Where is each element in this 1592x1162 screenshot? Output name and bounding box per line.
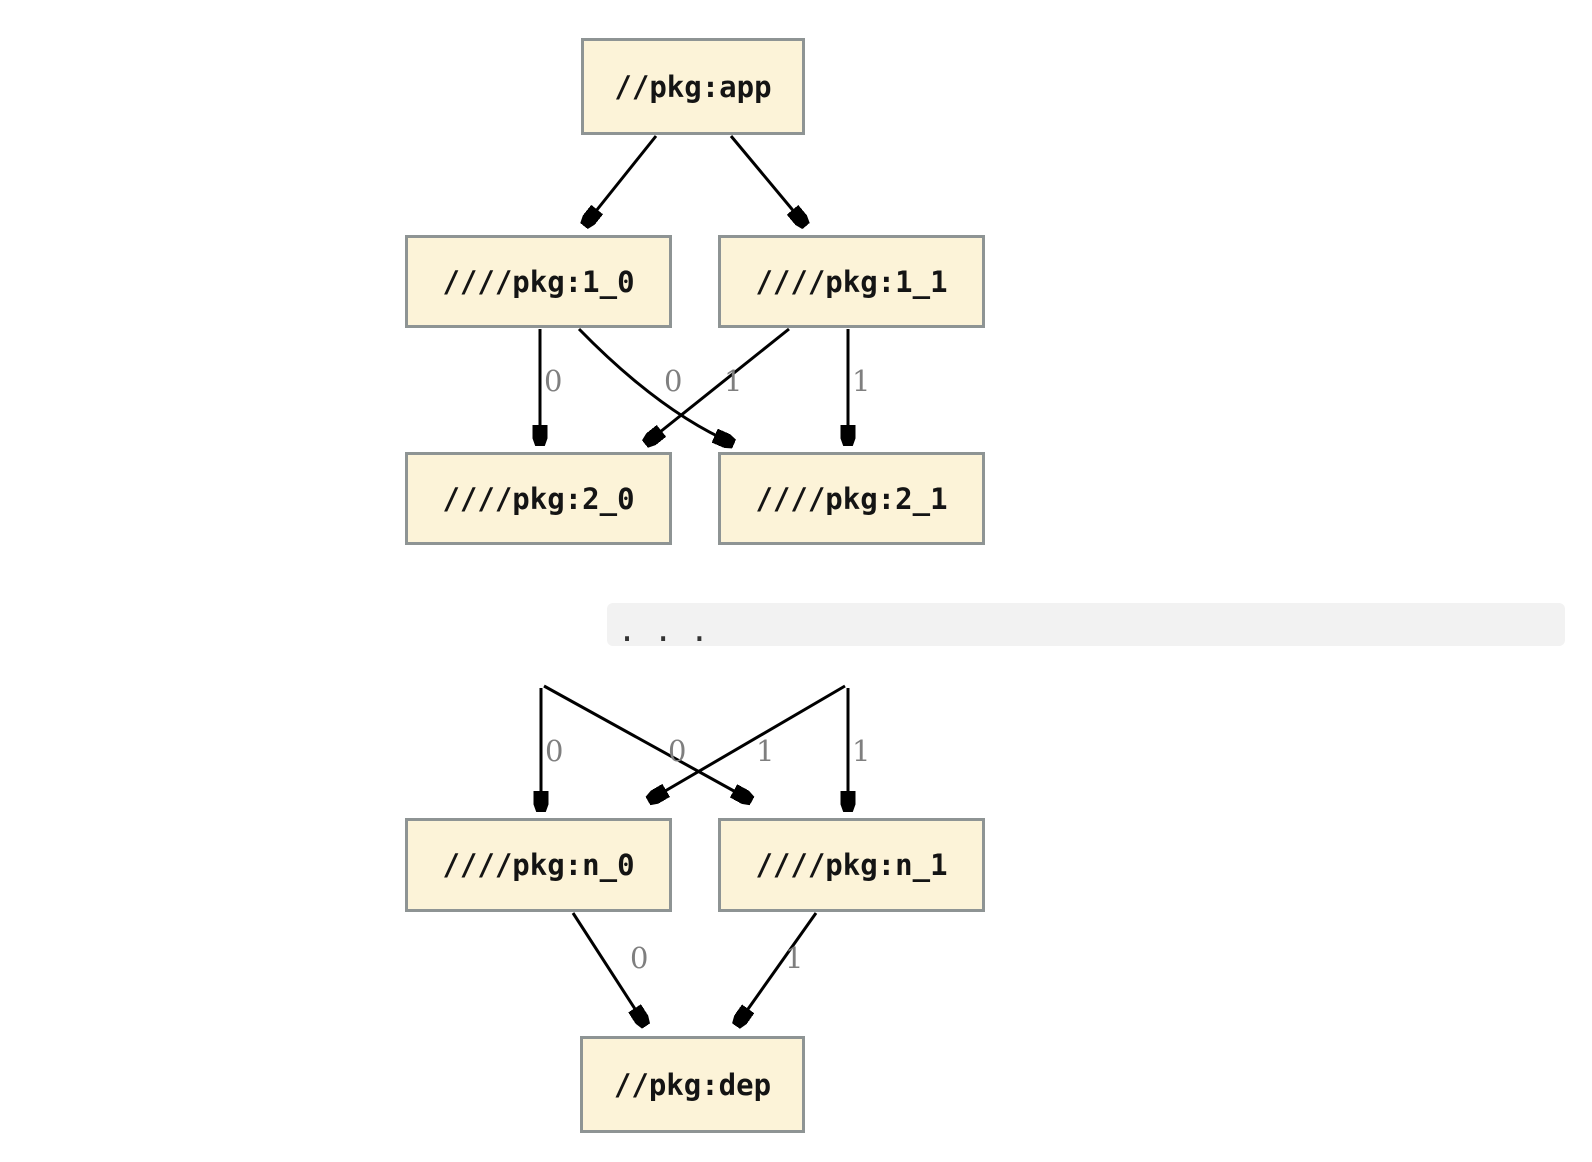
edge-label-hidden-n_1-right: 1	[852, 734, 871, 768]
node-pkg-n_1-label: ////pkg:n_1	[755, 848, 948, 882]
node-pkg-1_1-label: ////pkg:1_1	[755, 264, 948, 299]
node-pkg-2_1: ////pkg:2_1	[718, 452, 985, 545]
node-pkg-n_0-label: ////pkg:n_0	[442, 848, 635, 882]
edge-1_1-to-2_0	[645, 327, 790, 444]
node-pkg-2_0-label: ////pkg:2_0	[442, 481, 635, 516]
edge-n_1-to-dep	[736, 912, 818, 1026]
node-pkg-2_0: ////pkg:2_0	[405, 452, 672, 545]
node-pkg-n_1: ////pkg:n_1	[718, 818, 985, 912]
ellipsis-text: . . .	[621, 605, 712, 650]
edge-label-1_0-2_1: 1	[724, 364, 743, 398]
edge-hidden-to-n_1-cross	[543, 684, 752, 801]
edge-label-n_1-dep: 1	[785, 941, 804, 975]
edge-label-1_0-2_0: 0	[544, 364, 563, 398]
edge-n_0-to-dep	[571, 912, 646, 1026]
node-pkg-2_1-label: ////pkg:2_1	[755, 481, 948, 516]
node-pkg-1_0-label: ////pkg:1_0	[442, 264, 635, 299]
edge-app-to-1_1	[729, 135, 806, 226]
node-pkg-dep: //pkg:dep	[580, 1036, 805, 1133]
edge-label-1_1-2_1: 1	[852, 364, 871, 398]
edge-label-hidden-n_0-cross: 0	[668, 734, 687, 768]
hidden-levels-bar: . . .	[607, 603, 1565, 650]
edge-1_0-to-2_1	[577, 327, 734, 444]
node-pkg-app-label: //pkg:app	[614, 69, 772, 104]
node-pkg-1_0: ////pkg:1_0	[405, 235, 672, 328]
edge-label-1_1-2_0: 0	[664, 364, 683, 398]
edge-label-hidden-n_1-cross: 1	[756, 734, 775, 768]
edge-label-hidden-n_0-left: 0	[545, 734, 564, 768]
edge-app-to-1_0	[584, 135, 658, 226]
node-pkg-1_1: ////pkg:1_1	[718, 235, 985, 328]
edge-hidden-to-n_0-cross	[648, 684, 846, 801]
node-pkg-app: //pkg:app	[581, 38, 805, 135]
node-pkg-n_0: ////pkg:n_0	[405, 818, 672, 912]
edge-label-n_0-dep: 0	[630, 941, 649, 975]
node-pkg-dep-label: //pkg:dep	[613, 1067, 772, 1102]
